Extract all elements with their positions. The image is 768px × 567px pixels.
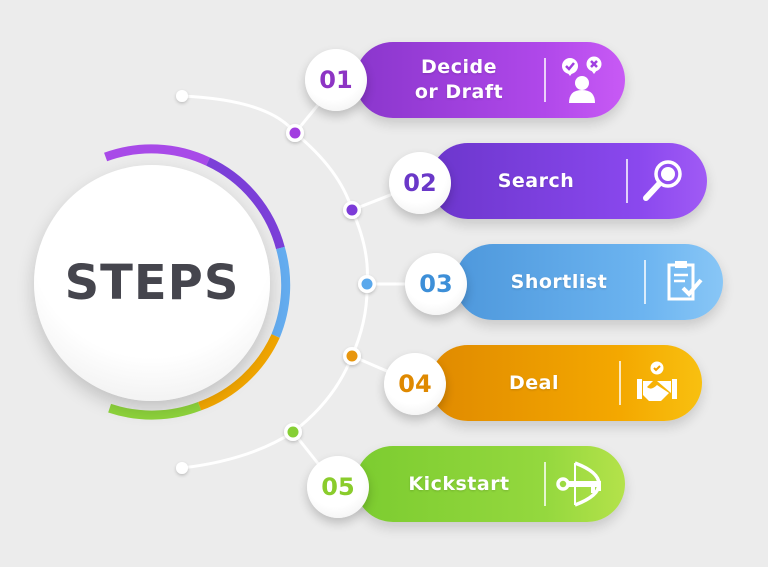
step-number-2: 02 [389,152,451,214]
bow-arrow-key-icon [556,461,601,507]
person-decision-icon [562,56,602,103]
clipboard-check-icon [667,261,703,301]
step-number-3: 03 [405,253,467,315]
step-bar-1: Decide or Draft [355,42,625,118]
step-number-5: 05 [307,456,369,518]
step-label-2: Search [497,169,575,192]
step-label-4: Deal [509,371,559,394]
divider [626,159,628,203]
step-bar-4: Deal [430,345,702,421]
divider [619,361,621,405]
divider [544,462,546,506]
step-label-3: Shortlist [510,270,608,293]
step-bar-5: Kickstart [355,446,625,522]
magnifier-icon [643,160,682,201]
steps-hub-circle: STEPS [34,165,270,401]
divider [544,58,546,102]
divider [644,260,646,304]
step-bar-3: Shortlist [455,244,723,320]
step-label-5: Kickstart [408,472,510,495]
step-bar-2: Search [430,143,707,219]
handshake-icon [637,361,677,401]
steps-title: STEPS [64,255,240,311]
step-number-4: 04 [384,353,446,415]
step-label-1: Decide or Draft [414,56,504,103]
step-number-1: 01 [305,49,367,111]
arc-end-dot-top [176,90,188,102]
arc-end-dot-bottom [176,462,188,474]
